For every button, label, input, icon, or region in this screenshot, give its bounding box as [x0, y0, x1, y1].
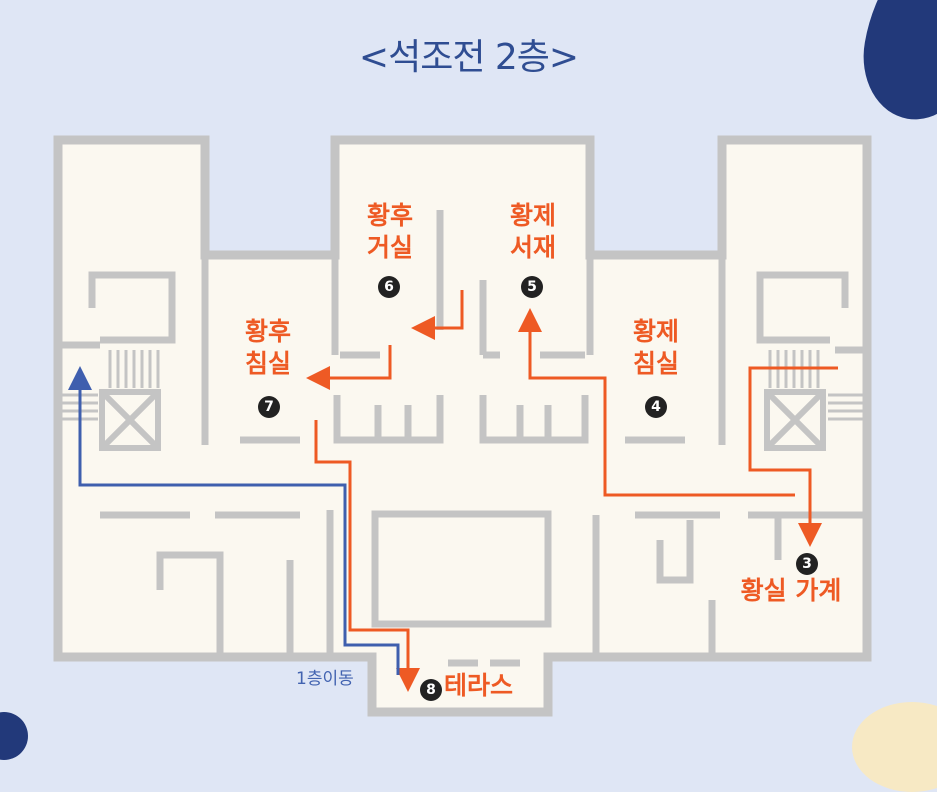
map-title: <석조전 2층>: [358, 37, 579, 78]
route-segment-6-7: [306, 345, 392, 390]
route-segment-4-5: [518, 308, 795, 497]
elevator-icon: [99, 389, 161, 451]
room-badge-4: 4: [645, 396, 667, 418]
interior-walls: [58, 210, 867, 667]
room-badge-6: 6: [378, 276, 400, 298]
room-badge-7: 7: [258, 396, 280, 418]
room-label-empress-bedroom: 황후 침실: [244, 317, 291, 378]
room-label-imperial-genealogy: 황실 가계: [740, 576, 842, 605]
route-segment-3: [748, 366, 838, 547]
stair-note: 1층이동: [296, 669, 354, 689]
room-badge-3: 3: [796, 553, 818, 575]
elevator-icon: [764, 389, 826, 451]
room-label-empress-living: 황후 거실: [366, 201, 413, 262]
room-label-terrace: 테라스: [444, 671, 514, 700]
route-segment-7-8: [314, 420, 420, 692]
route-segment-5-6: [411, 290, 464, 340]
tour-route: [306, 290, 838, 692]
room-badge-8: 8: [420, 679, 442, 701]
room-label-emperor-study: 황제 서재: [509, 201, 556, 262]
floor-area: [53, 135, 872, 717]
room-label-emperor-bedroom: 황제 침실: [632, 317, 679, 378]
room-badge-5: 5: [521, 276, 543, 298]
floor-plan: [53, 135, 872, 717]
exit-route: [68, 366, 400, 675]
